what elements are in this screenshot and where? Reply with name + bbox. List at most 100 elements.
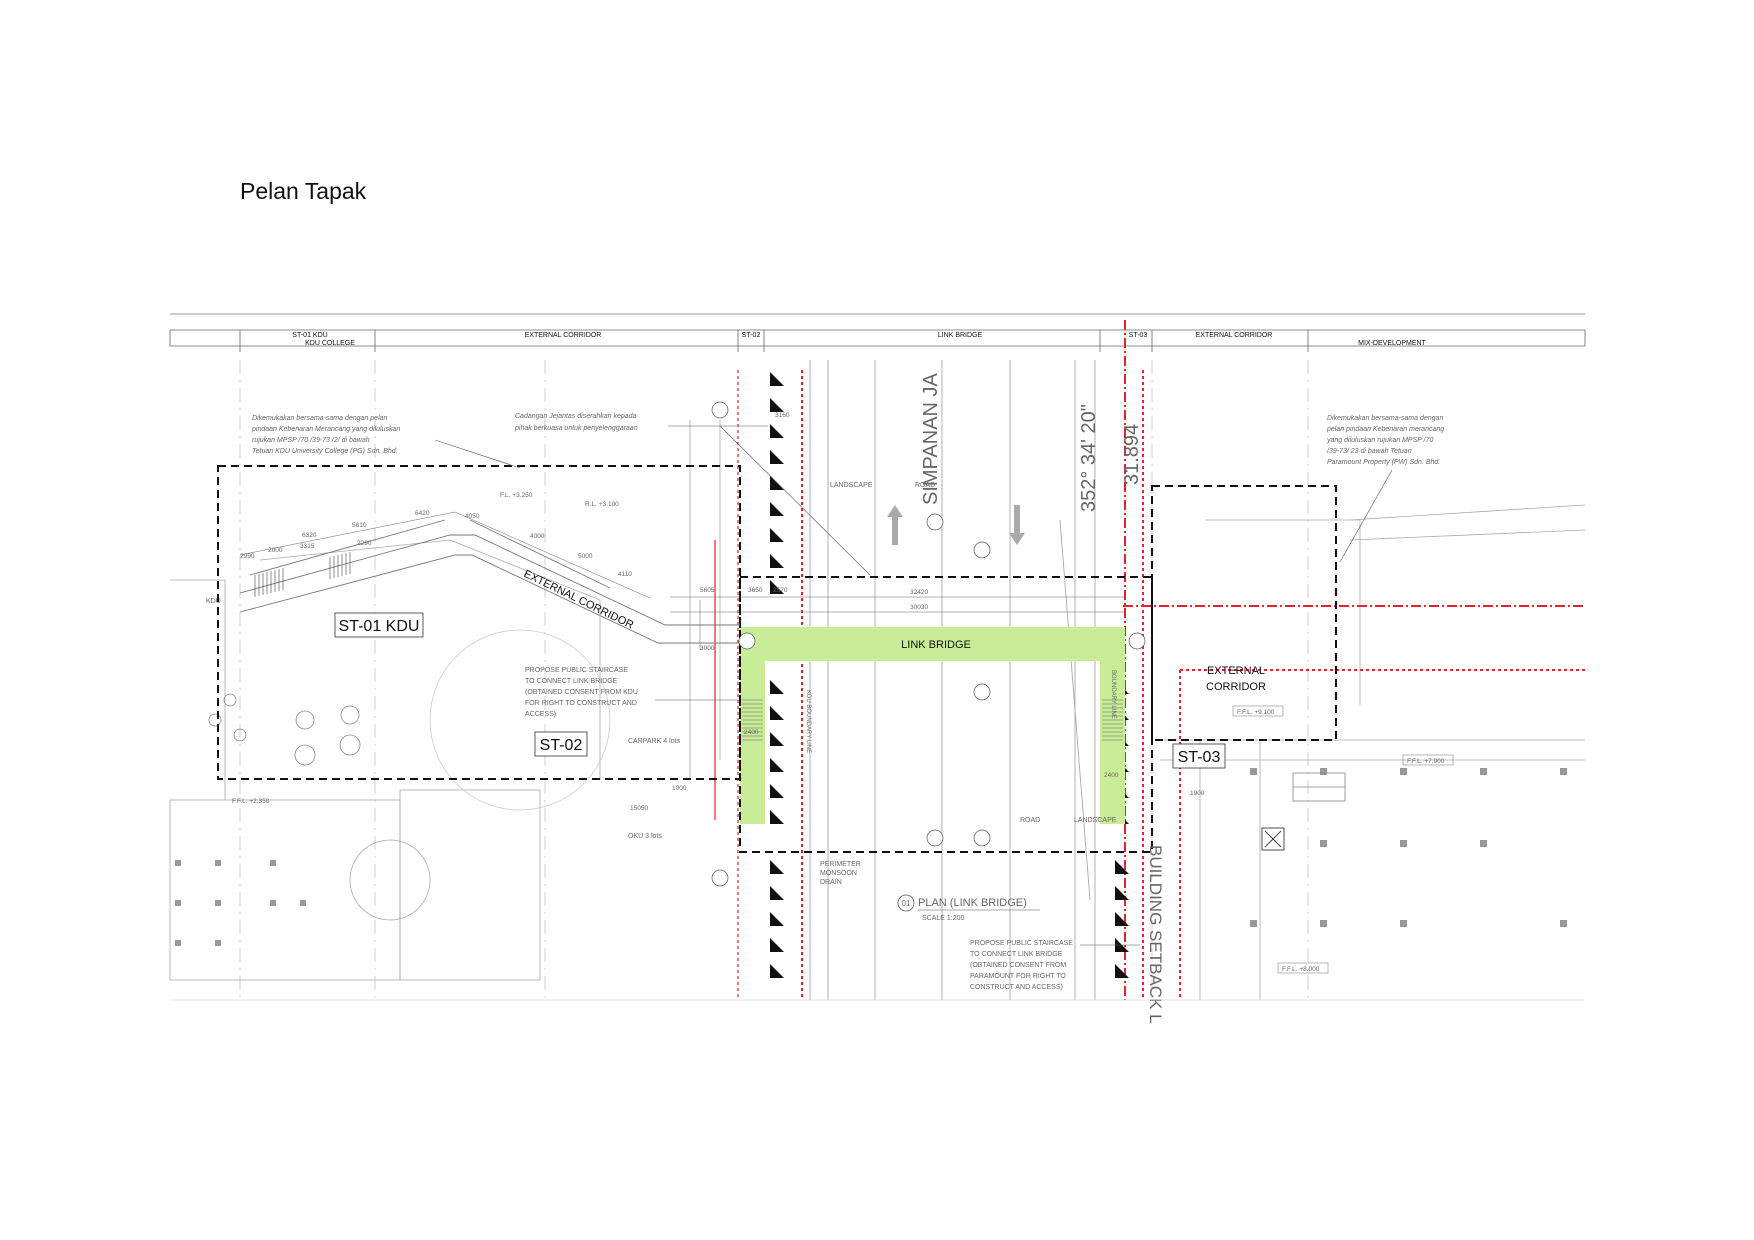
rl-3100: R.L. +3.100: [585, 501, 619, 508]
svg-text:2400: 2400: [1104, 772, 1119, 779]
down-arrow-icon: [1009, 505, 1025, 545]
furniture-circles: [208, 693, 361, 766]
svg-text:Dikemukakan bersama-sama denga: Dikemukakan bersama-sama dengan: [1327, 415, 1443, 422]
svg-text:Paramount Property (PW) Sdn. B: Paramount Property (PW) Sdn. Bhd.: [1327, 459, 1440, 466]
svg-text:pindaan Kebenaran Merancang ya: pindaan Kebenaran Merancang yang dilulus…: [251, 426, 400, 433]
svg-text:CORRIDOR: CORRIDOR: [1206, 681, 1266, 693]
dimension-lines: [239, 511, 1125, 650]
svg-text:PARAMOUNT FOR RIGHT TO: PARAMOUNT FOR RIGHT TO: [970, 973, 1066, 980]
bearing-label: 352° 34' 20": [1078, 404, 1100, 512]
traffic-arrows: [887, 505, 1025, 545]
stair-treads: [742, 699, 1123, 741]
svg-text:2000: 2000: [268, 547, 283, 554]
st03-boundary-box: [1151, 485, 1337, 741]
road-label-2: ROAD: [1020, 817, 1040, 824]
svg-text:CONSTRUCT AND ACCESS): CONSTRUCT AND ACCESS): [970, 984, 1063, 991]
column-markers: [175, 768, 1567, 946]
svg-text:ACCESS): ACCESS): [525, 711, 556, 718]
st02-label: ST-02: [534, 731, 588, 757]
zone-kdu-college: KDU COLLEGE: [305, 340, 355, 347]
svg-text:30030: 30030: [910, 604, 928, 611]
svg-text:Cadangan Jejantas diserahkan k: Cadangan Jejantas diserahkan kepada: [515, 413, 637, 420]
svg-text:PROPOSE PUBLIC STAIRCASE: PROPOSE PUBLIC STAIRCASE: [970, 940, 1073, 947]
corridor-stair-hatch: [254, 552, 351, 597]
zone-st01: ST-01 KDU: [292, 332, 327, 339]
svg-text:2990: 2990: [240, 553, 255, 560]
note-staircase-kdu: PROPOSE PUBLIC STAIRCASE TO CONNECT LINK…: [525, 667, 638, 718]
svg-text:3650: 3650: [748, 587, 763, 594]
svg-text:15050: 15050: [630, 805, 648, 812]
kdu-boundary-label: KDU BOUNDARY LINE: [805, 690, 811, 753]
zone-external-corridor-2: EXTERNAL CORRIDOR: [1196, 332, 1273, 339]
drain-label-3: DRAIN: [820, 879, 842, 886]
svg-text:32420: 32420: [910, 589, 928, 596]
zone-link-bridge: LINK BRIDGE: [938, 332, 983, 339]
dashed-boundaries: [217, 465, 1337, 853]
link-bridge: LINK BRIDGE: [740, 627, 1125, 824]
landscape-label-1: LANDSCAPE: [830, 482, 873, 489]
svg-text:5000: 5000: [578, 553, 593, 560]
st03-label: ST-03: [1172, 743, 1226, 769]
svg-text:5610: 5610: [352, 522, 367, 529]
svg-text:6320: 6320: [302, 532, 317, 539]
drain-label-1: PERIMETER: [820, 861, 861, 868]
zone-mix-development: MIX-DEVELOPMENT: [1358, 340, 1426, 347]
ffl-2350: F.F.L. +2.350: [232, 798, 270, 805]
note-paramount: Dikemukakan bersama-sama dengan pelan pi…: [1326, 415, 1444, 466]
zone-st03: ST-03: [1129, 332, 1148, 339]
svg-text:4110: 4110: [618, 571, 632, 578]
up-arrow-icon: [887, 505, 903, 545]
svg-text:pelan pindaan Kebenaran meranc: pelan pindaan Kebenaran merancang: [1326, 426, 1444, 433]
note-staircase-paramount: PROPOSE PUBLIC STAIRCASE TO CONNECT LINK…: [970, 940, 1073, 991]
svg-text:4000: 4000: [530, 533, 545, 540]
road-name-label: SIMPANAN JA: [920, 372, 942, 505]
plan-title: PLAN (LINK BRIDGE): [918, 897, 1027, 909]
distance-label: 31.894: [1121, 424, 1143, 485]
svg-text:2290: 2290: [357, 540, 372, 547]
svg-text:TO CONNECT LINK BRIDGE: TO CONNECT LINK BRIDGE: [525, 678, 618, 685]
svg-text:2400: 2400: [744, 729, 759, 736]
svg-text:2570: 2570: [773, 587, 788, 594]
svg-text:(OBTAINED CONSENT FROM: (OBTAINED CONSENT FROM: [970, 962, 1066, 969]
ffl-8000: F.F.L. +8.000: [1282, 966, 1320, 973]
plan-title-block: 01 PLAN (LINK BRIDGE) SCALE 1:200: [897, 894, 1040, 922]
header-zone-bar: ST-01 KDU KDU COLLEGE EXTERNAL CORRIDOR …: [169, 329, 1586, 352]
svg-text:rujukan MPSP /70 /39-73 /2/ di: rujukan MPSP /70 /39-73 /2/ di bawah: [252, 437, 370, 444]
svg-text:FOR RIGHT TO CONSTRUCT AND: FOR RIGHT TO CONSTRUCT AND: [525, 700, 637, 707]
ffl-7900: F.F.L. +7.900: [1407, 758, 1445, 765]
note-kdu: Dikemukakan bersama-sama dengan pelan pi…: [251, 415, 400, 455]
svg-text:1000: 1000: [672, 785, 687, 792]
external-corridor-path: [239, 519, 740, 644]
svg-text:TO CONNECT LINK BRIDGE: TO CONNECT LINK BRIDGE: [970, 951, 1063, 958]
note-paramount-leader: [1339, 469, 1393, 563]
svg-text:Dikemukakan bersama-sama denga: Dikemukakan bersama-sama dengan pelan: [252, 415, 388, 422]
svg-text:1900: 1900: [1190, 790, 1205, 797]
svg-text:Tetuan KDU University College: Tetuan KDU University College (PG) Sdn. …: [252, 448, 398, 455]
svg-text:yang diluluskan rujukan MPSP /: yang diluluskan rujukan MPSP /70: [1326, 437, 1433, 444]
landscape-label-2: LANDSCAPE: [1074, 817, 1117, 824]
svg-text:EXTERNAL: EXTERNAL: [1207, 665, 1265, 677]
staircase-st02: [740, 661, 765, 824]
svg-text:pihak berkuasa untuk penyeleng: pihak berkuasa untuk penyelenggaraan: [514, 425, 638, 432]
st03-label-text: ST-03: [1178, 749, 1221, 766]
note-kdu-leader: [434, 439, 521, 469]
svg-text:PROPOSE PUBLIC STAIRCASE: PROPOSE PUBLIC STAIRCASE: [525, 667, 628, 674]
small-labels: LANDSCAPE ROAD ROAD LANDSCAPE CARPARK 4 …: [206, 482, 1117, 886]
zone-st02: ST-02: [742, 332, 761, 339]
svg-text:(OBTAINED CONSENT FROM KDU: (OBTAINED CONSENT FROM KDU: [525, 689, 638, 696]
st02-label-text: ST-02: [540, 737, 583, 754]
plan-scale: SCALE 1:200: [922, 915, 965, 922]
link-bridge-label: LINK BRIDGE: [901, 639, 971, 651]
note-jejantas: Cadangan Jejantas diserahkan kepada piha…: [514, 413, 638, 432]
svg-text:3160: 3160: [775, 412, 790, 419]
external-corridor-right-label: EXTERNAL CORRIDOR: [1206, 665, 1266, 693]
carpark-label: CARPARK 4 lots: [628, 738, 680, 745]
ffl-9100: F.F.L. +9.100: [1237, 709, 1275, 716]
drain-label-2: MONSOON: [820, 870, 857, 877]
road-lanes: [809, 360, 1096, 1000]
setback-label: BUILDING SETBACK L: [1146, 845, 1165, 1024]
link-bridge-deck: [740, 627, 1125, 661]
kdu-building-outline: [169, 420, 1586, 1000]
svg-text:/39-73/ 23 di bawah Tetuan: /39-73/ 23 di bawah Tetuan: [1326, 448, 1412, 455]
